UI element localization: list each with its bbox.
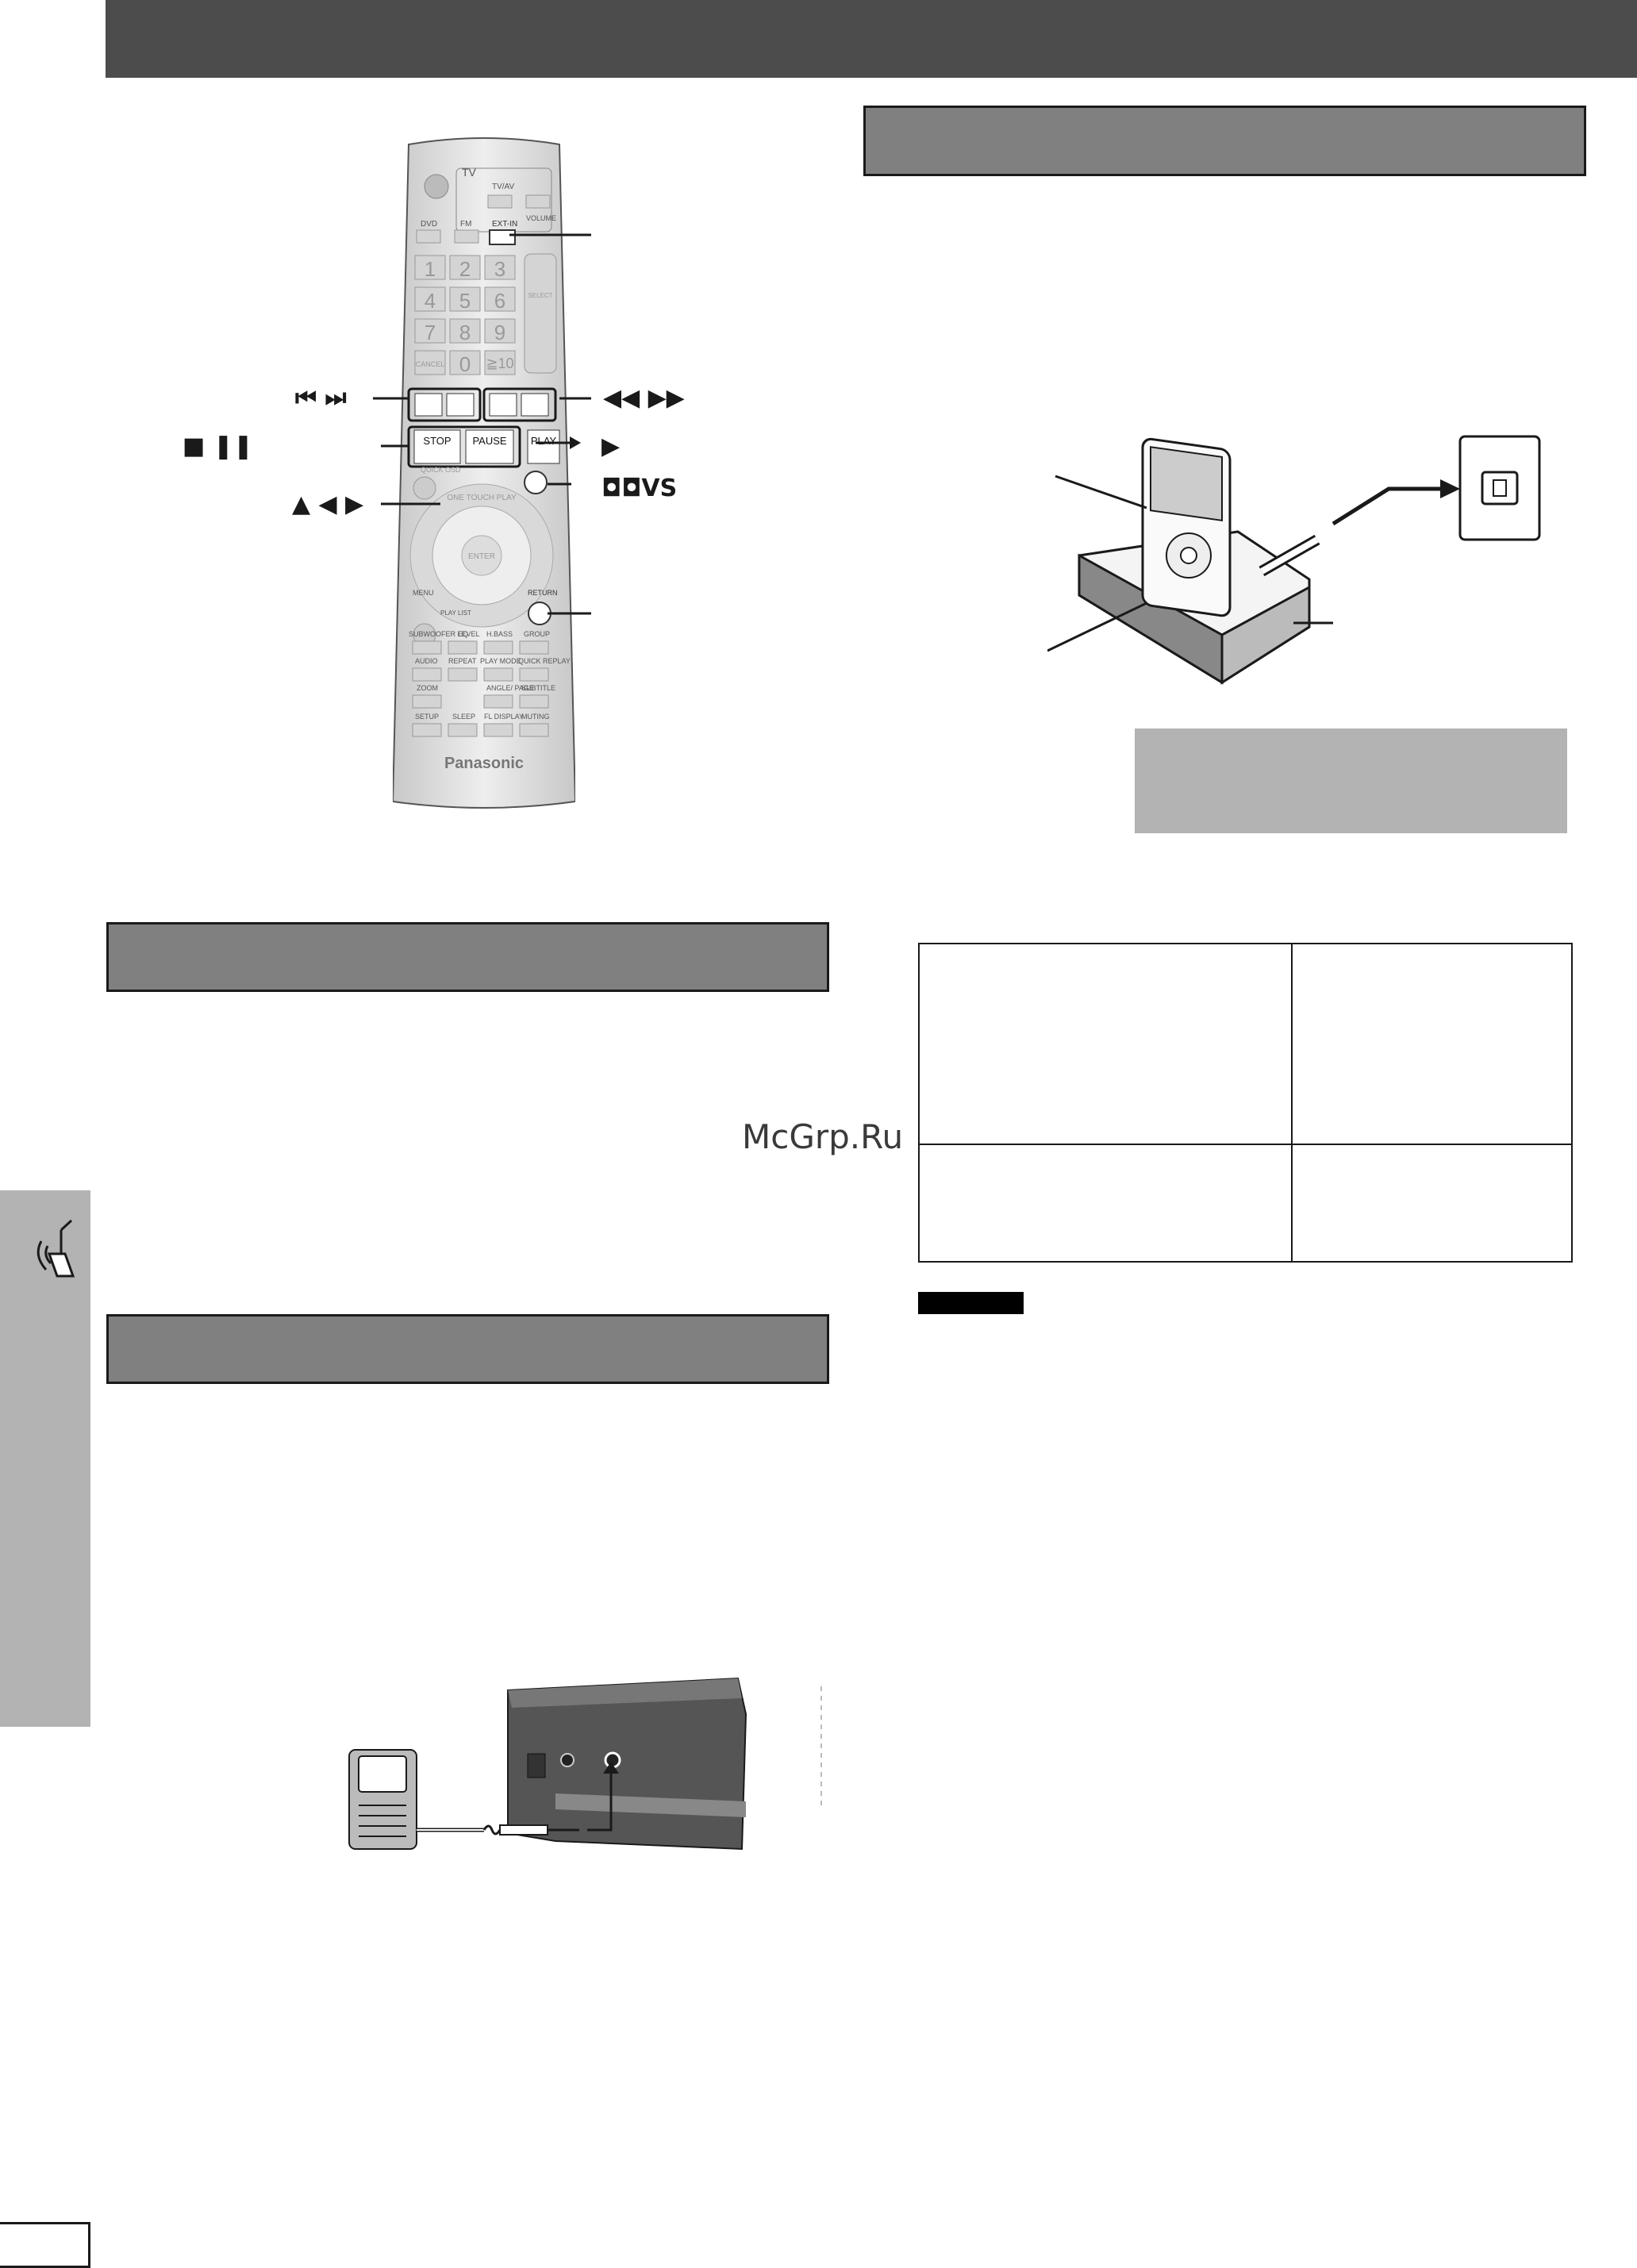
key-2: 2 xyxy=(459,257,471,281)
section-bar-left-2 xyxy=(106,1314,829,1384)
vs-button[interactable] xyxy=(524,471,548,494)
muting-label: MUTING xyxy=(521,713,550,721)
vs-callout: ◘◘VS xyxy=(601,475,678,502)
sleep-label: SLEEP xyxy=(452,713,475,721)
antenna-icon xyxy=(37,1219,75,1278)
select-label: SELECT xyxy=(528,292,552,299)
fm-button-label: FM xyxy=(460,220,471,229)
play-mode-label: PLAY MODE xyxy=(480,657,521,665)
note-box xyxy=(1135,728,1567,833)
key-4: 4 xyxy=(425,289,436,313)
arrows-callout: ▲ ◀ ▶ xyxy=(292,490,364,518)
skip-callout: ⏮ ⏭ xyxy=(295,384,347,412)
side-tab xyxy=(0,1190,90,1727)
page-header-banner xyxy=(106,0,1637,78)
tv-av-label: TV/AV xyxy=(492,183,514,191)
fm-button[interactable] xyxy=(454,229,479,244)
volume-label: VOLUME xyxy=(526,214,556,222)
stop-button[interactable] xyxy=(413,429,461,464)
info-table xyxy=(918,943,1573,1263)
angle-page-label: ANGLE/ PAGE xyxy=(486,684,534,692)
subwoofer-label: SUBWOOFER LEVEL xyxy=(409,630,480,638)
audio-label: AUDIO xyxy=(415,657,438,665)
return-label: RETURN xyxy=(528,589,558,597)
stop-pause-callout: ■ ❚❚ xyxy=(183,432,254,460)
watermark: McGrp.Ru xyxy=(742,1117,904,1156)
unit-connection-illustration xyxy=(348,1677,822,1851)
pause-button[interactable] xyxy=(465,429,514,464)
rewind-button[interactable] xyxy=(489,393,517,417)
table-column-divider xyxy=(1291,944,1293,1261)
key-7: 7 xyxy=(425,321,436,344)
pause-label: PAUSE xyxy=(472,435,506,447)
note-label xyxy=(918,1292,1024,1314)
key-9: 9 xyxy=(494,321,505,344)
repeat-label: REPEAT xyxy=(448,657,477,665)
ext-in-button-label: EXT-IN xyxy=(492,220,517,229)
key-5: 5 xyxy=(459,289,471,313)
key-1: 1 xyxy=(425,257,436,281)
key-3: 3 xyxy=(494,257,505,281)
tv-label: TV xyxy=(462,166,477,179)
play-callout: ▶ xyxy=(601,432,621,460)
section-bar-right-top xyxy=(863,106,1586,176)
remote-control-illustration: TV TV/AV VOLUME DVD FM EXT-IN 1 2 3 4 5 … xyxy=(393,137,575,809)
brand-logo: Panasonic xyxy=(444,755,524,772)
quick-osd-label: QUICK OSD xyxy=(421,466,461,474)
play-button[interactable] xyxy=(527,429,560,464)
ext-in-button[interactable] xyxy=(489,229,516,245)
fast-forward-button[interactable] xyxy=(521,393,549,417)
section-bar-left-1 xyxy=(106,922,829,992)
remote-callout-lines xyxy=(373,233,591,615)
zoom-label: ZOOM xyxy=(417,684,438,692)
dvd-button-label: DVD xyxy=(421,220,437,229)
search-callout: ◀◀ ▶▶ xyxy=(603,384,685,412)
key-0: 0 xyxy=(459,352,471,376)
key-8: 8 xyxy=(459,321,471,344)
table-row-divider xyxy=(920,1144,1571,1145)
setup-label: SETUP xyxy=(415,713,439,721)
eq-label: EQ xyxy=(458,630,468,638)
key-6: 6 xyxy=(494,289,505,313)
cancel-key-label: CANCEL xyxy=(416,360,445,368)
play-list-label: PLAY LIST xyxy=(440,609,471,617)
dvd-button[interactable] xyxy=(416,229,441,244)
group-label: GROUP xyxy=(524,630,550,638)
hbass-label: H.BASS xyxy=(486,630,513,638)
skip-back-button[interactable] xyxy=(414,393,443,417)
subtitle-label: SUBTITLE xyxy=(521,684,555,692)
one-touch-play-label: ONE TOUCH PLAY xyxy=(447,494,517,502)
fl-display-label: FL DISPLAY xyxy=(484,713,524,721)
skip-forward-button[interactable] xyxy=(446,393,475,417)
enter-label: ENTER xyxy=(468,552,495,561)
ipod-dock-illustration xyxy=(1047,435,1541,685)
quick-replay-label: QUICK REPLAY xyxy=(518,657,571,665)
key-10-plus: ≧10 xyxy=(486,356,513,371)
menu-label: MENU xyxy=(413,589,434,597)
stop-label: STOP xyxy=(423,435,451,447)
page-number-box xyxy=(0,2222,90,2268)
